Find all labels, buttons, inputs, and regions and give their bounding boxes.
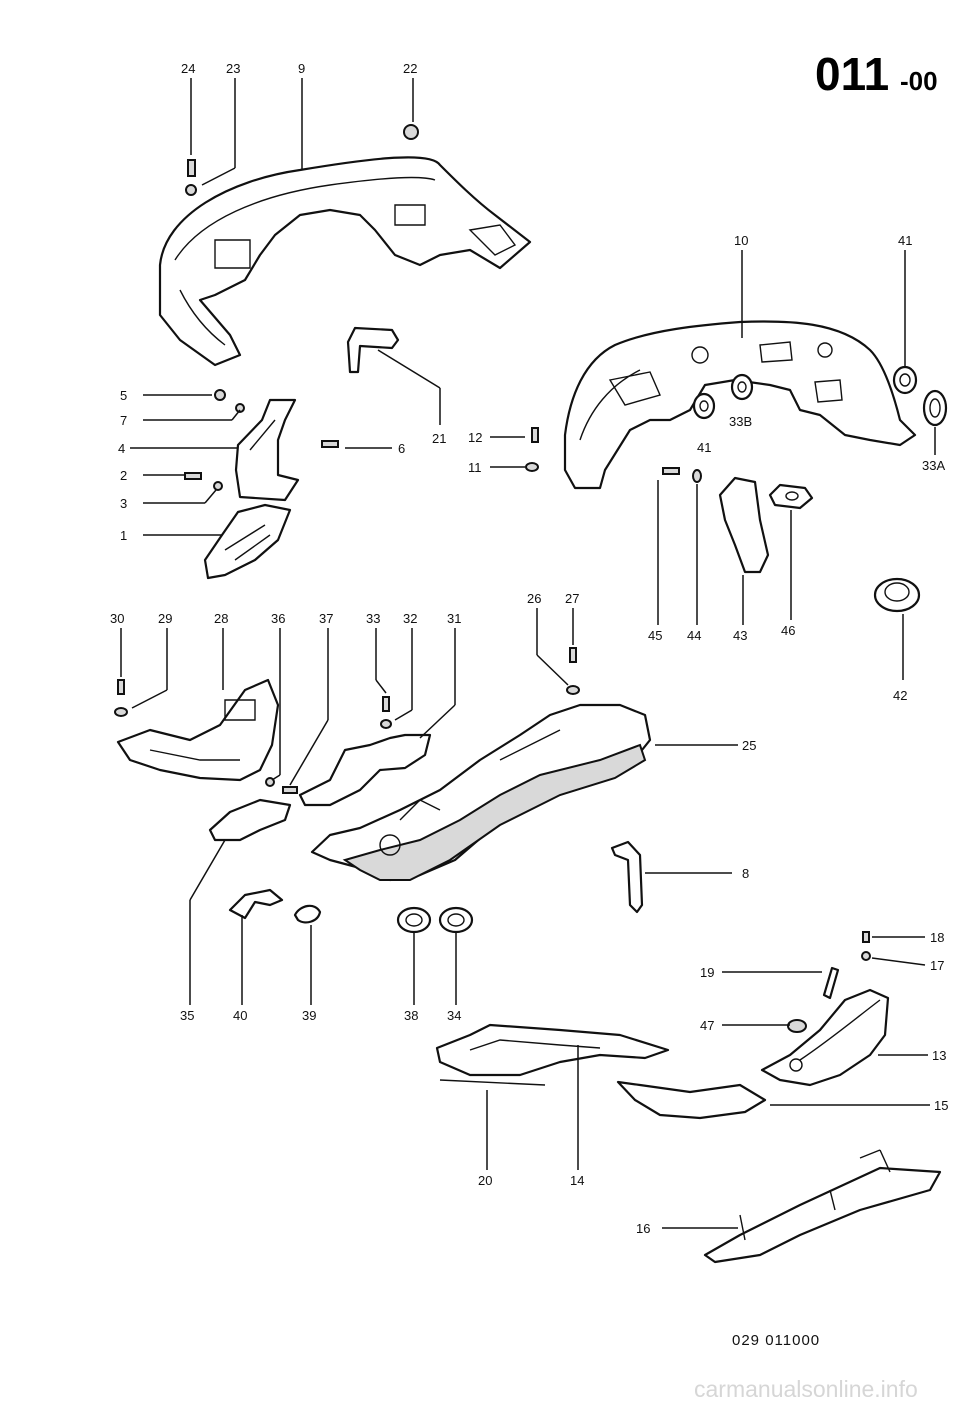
callout-1: 1 [120, 528, 127, 543]
callout-35: 35 [180, 1008, 194, 1023]
callout-29: 29 [158, 611, 172, 626]
part-19-strip [822, 966, 840, 1000]
part-33B-seal [730, 373, 754, 401]
part-33A-seal [922, 389, 948, 427]
callout-3: 3 [120, 496, 127, 511]
callout-38: 38 [404, 1008, 418, 1023]
part-9-upper-cover-shroud [158, 156, 532, 367]
callout-13: 13 [932, 1048, 946, 1063]
part-14-lower-plate [435, 1023, 670, 1086]
callout-36: 36 [271, 611, 285, 626]
callout-26: 26 [527, 591, 541, 606]
part-35-bracket [208, 798, 292, 842]
part-40-clip [228, 888, 284, 920]
callout-2: 2 [120, 468, 127, 483]
part-21-bracket [346, 326, 400, 374]
callout-28: 28 [214, 611, 228, 626]
callout-33: 33 [366, 611, 380, 626]
callout-5: 5 [120, 388, 127, 403]
watermark: carmanualsonline.info [694, 1376, 918, 1402]
callout-22: 22 [403, 61, 417, 76]
callout-46: 46 [781, 623, 795, 638]
part-10-lower-cover-shroud [563, 320, 917, 490]
callout-19: 19 [700, 965, 714, 980]
part-28-cover-plate [116, 678, 280, 782]
callout-40: 40 [233, 1008, 247, 1023]
callout-6: 6 [398, 441, 405, 456]
part-43-duct-elbow [718, 476, 770, 574]
callout-27: 27 [565, 591, 579, 606]
callout-20: 20 [478, 1173, 492, 1188]
callout-34: 34 [447, 1008, 461, 1023]
part-42-seal-ring [873, 577, 921, 613]
part-41-seal-lower [692, 392, 716, 420]
part-8-strut [610, 840, 644, 914]
callout-7: 7 [120, 413, 127, 428]
callout-11: 11 [468, 460, 482, 475]
part-41-seal-upper [892, 365, 918, 395]
callout-9: 9 [298, 61, 305, 76]
callout-8: 8 [742, 866, 749, 881]
callout-39: 39 [302, 1008, 316, 1023]
part-31-bracket [298, 733, 432, 807]
part-15-cover [616, 1080, 767, 1120]
callout-4: 4 [118, 441, 125, 456]
callout-41-lower: 41 [697, 440, 711, 455]
part-16-bottom-plate [703, 1149, 942, 1264]
callout-31: 31 [447, 611, 461, 626]
part-25-air-duct [310, 703, 652, 882]
callout-32: 32 [403, 611, 417, 626]
part-46-gasket [768, 483, 814, 510]
callout-42: 42 [893, 688, 907, 703]
callout-12: 12 [468, 430, 482, 445]
part-4-bracket [234, 398, 300, 502]
callout-23: 23 [226, 61, 240, 76]
part-13-deflector [760, 988, 890, 1087]
part-1-deflector [203, 503, 292, 580]
callout-43: 43 [733, 628, 747, 643]
callout-37: 37 [319, 611, 333, 626]
callout-14: 14 [570, 1173, 584, 1188]
callout-44: 44 [687, 628, 701, 643]
part-39-clip [293, 904, 322, 924]
callout-18: 18 [930, 930, 944, 945]
callout-16: 16 [636, 1221, 650, 1236]
callout-41-upper: 41 [898, 233, 912, 248]
group-heading: 011 -00 [815, 48, 938, 100]
callout-15: 15 [934, 1098, 948, 1113]
group-number: 011 [815, 48, 889, 100]
callout-labels: 24 23 9 22 10 41 5 7 4 6 21 12 11 2 3 1 … [110, 61, 948, 1236]
part-38-grommet [396, 906, 432, 934]
drawing-code: 029 011000 [732, 1332, 820, 1349]
callout-21: 21 [432, 431, 446, 446]
leader-lines [120, 78, 936, 1229]
callout-33B: 33B [729, 414, 752, 429]
callout-45: 45 [648, 628, 662, 643]
callout-24: 24 [181, 61, 195, 76]
callout-17: 17 [930, 958, 944, 973]
part-34-grommet [438, 906, 474, 934]
callout-25: 25 [742, 738, 756, 753]
callout-10: 10 [734, 233, 748, 248]
callout-47: 47 [700, 1018, 714, 1033]
fastener-hardware [114, 124, 871, 1033]
callout-30: 30 [110, 611, 124, 626]
callout-33A: 33A [922, 458, 945, 473]
group-suffix: -00 [900, 66, 938, 96]
